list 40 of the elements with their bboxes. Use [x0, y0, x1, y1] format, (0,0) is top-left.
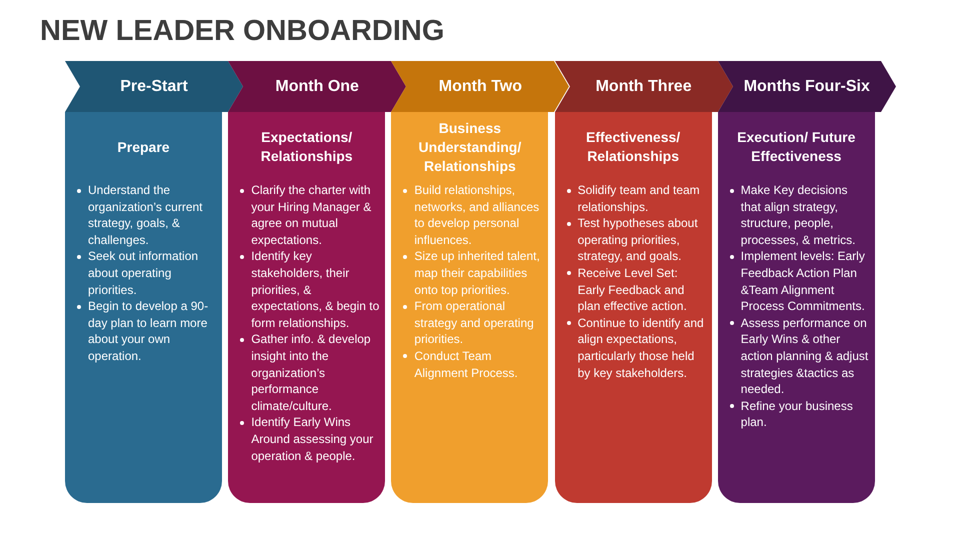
- stage-label: Month Three: [596, 78, 692, 96]
- bullet-point: From operational strategy and operating priorities.: [401, 298, 544, 348]
- page-title: NEW LEADER ONBOARDING: [40, 15, 444, 48]
- bullet-point: Make Key decisions that align strategy, structure, people, processes, & metrics.: [728, 182, 870, 248]
- chevron-banner: [228, 61, 406, 112]
- bullet-point: Build relationships, networks, and alliances to develop personal influences.: [401, 182, 544, 248]
- bullet-point: Identify Early Wins Around assessing your operation & people.: [238, 414, 380, 464]
- bullet-point: Implement levels: Early Feedback Action Plan &Team Alignment Process Commitments.: [728, 248, 870, 315]
- panel-heading: Execution/ Future Effectiveness: [736, 128, 856, 166]
- bullet-point: Solidify team and team relationships.: [564, 182, 707, 216]
- bullet-point: Begin to develop a 90-day plan to learn more about your own operation.: [75, 298, 217, 365]
- stage-label: Months Four-Six: [744, 78, 870, 96]
- stage-label: Month Two: [438, 78, 522, 96]
- bullet-point: Receive Level Set: Early Feedback and plan effective action.: [564, 264, 707, 315]
- bullet-point: Gather info. & develop insight into the organization’s performance climate/culture.: [238, 331, 380, 414]
- stage-panel: [228, 112, 386, 503]
- stage-label: Month One: [275, 78, 359, 96]
- chevron-banner: [391, 61, 570, 112]
- stage-panel: [391, 112, 548, 503]
- bullet-point: Identify key stakeholders, their priorities, & expectations, & begin to form relationships.: [238, 248, 380, 332]
- bullet-point: Seek out information about operating priorities.: [75, 248, 217, 298]
- panel-heading: Business Understanding/ Relationships: [418, 118, 522, 176]
- panel-heading: Prepare: [116, 138, 171, 156]
- bullet-point: Test hypotheses about operating priorities, strategy, and goals.: [564, 215, 707, 265]
- bullet-point: Clarify the charter with your Hiring Manager & agree on mutual expectations.: [238, 182, 380, 248]
- chevron-banner: [554, 61, 733, 112]
- bullet-point: Continue to identify and align expectations, particularly those held by key stakeholders.: [564, 314, 707, 382]
- stage-panel: [65, 112, 222, 503]
- panel-heading: Effectiveness/ Relationships: [585, 128, 682, 166]
- chevron-banner: [65, 61, 243, 112]
- stage-panel: [554, 112, 712, 503]
- stage-panel: [718, 112, 875, 503]
- panel-heading: Expectations/ Relationships: [260, 128, 354, 166]
- bullet-point: Assess performance on Early Wins & other action planning & adjust strategies &tactics as needed.: [728, 314, 870, 398]
- chevron-banner: [718, 61, 896, 112]
- bullet-point: Refine your business plan.: [728, 398, 870, 431]
- bullet-point: Understand the organization’s current strategy, goals, & challenges.: [75, 182, 217, 248]
- bullet-point: Size up inherited talent, map their capabilities onto top priorities.: [401, 248, 544, 298]
- stage-label: Pre-Start: [120, 78, 188, 96]
- bullet-point: Conduct Team Alignment Process.: [401, 348, 544, 382]
